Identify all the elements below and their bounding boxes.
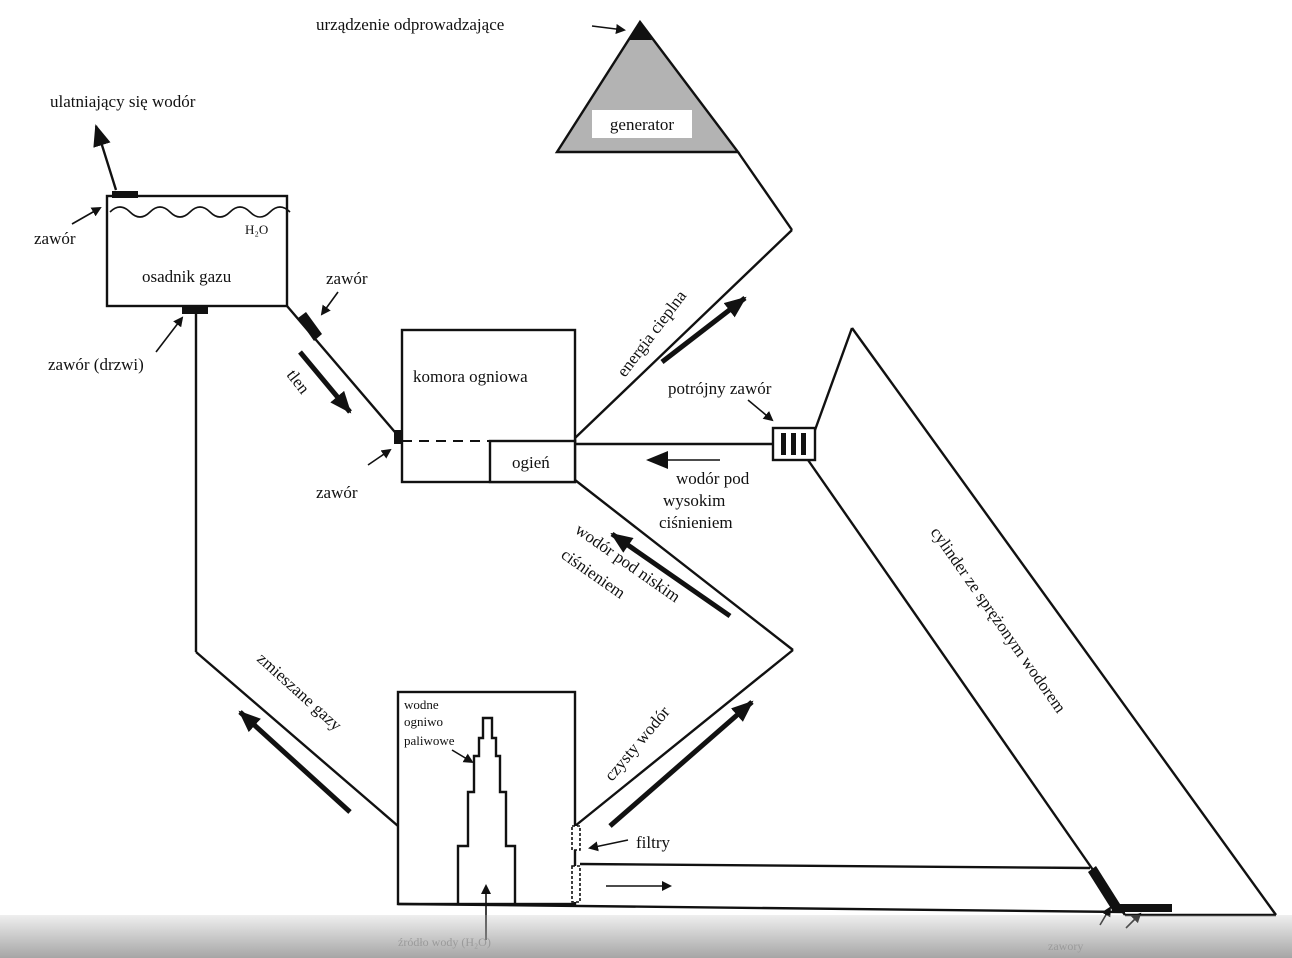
bottom-pipe-lower xyxy=(397,902,1126,914)
blurred-bottom-strip xyxy=(0,915,1292,958)
fuel-cell-label-3: paliwowe xyxy=(404,733,455,748)
oxygen-arrow xyxy=(298,350,352,414)
top-valve[interactable] xyxy=(112,191,138,198)
escaping-hydrogen-arrow xyxy=(93,124,118,191)
escaping-hydrogen-label: ulatniający się wodór xyxy=(50,92,196,111)
gas-settler-label: osadnik gazu xyxy=(142,267,232,286)
valve-mid-label: zawór xyxy=(326,269,368,288)
hydrogen-cylinder xyxy=(807,327,1277,917)
filters xyxy=(571,825,581,903)
bottom-valve-diagonal[interactable] xyxy=(1088,866,1120,910)
fire-box xyxy=(488,439,577,484)
fuel-cell-label-arrow xyxy=(451,749,474,764)
triple-valve[interactable] xyxy=(771,426,817,462)
generator-triangle: generator xyxy=(554,19,741,154)
fuel-cell-label-2: ogniwo xyxy=(404,714,443,729)
mixed-gases-arrow xyxy=(238,710,352,814)
cylinder-label: cylinder ze sprężonym wodorem xyxy=(927,523,1070,716)
heat-line-upper xyxy=(574,229,793,439)
water-formula-label: H₂O xyxy=(245,222,268,237)
outlet-device-label: urządzenie odprowadzające xyxy=(316,15,504,34)
lp-hydrogen-line-lower xyxy=(574,649,794,827)
hp-hydrogen-label-1: wodór pod xyxy=(676,469,750,488)
bottom-valve-horizontal[interactable] xyxy=(1112,904,1172,912)
lp-hydrogen-line-upper xyxy=(574,479,794,651)
pure-hydrogen-label: czysty wodór xyxy=(601,702,674,784)
valve-chamber-arrow xyxy=(367,448,392,466)
valve-top-left-label: zawór xyxy=(34,229,76,248)
heat-energy-label: energia cieplna xyxy=(613,286,690,380)
filters-arrow xyxy=(588,839,629,852)
combustion-chamber-label: komora ogniowa xyxy=(413,367,528,386)
chamber-valve[interactable] xyxy=(394,430,403,444)
valve-door-label: zawór (drzwi) xyxy=(48,355,144,374)
valve-mid-arrow xyxy=(320,291,339,316)
triple-valve-arrow xyxy=(747,399,774,422)
hp-hydrogen-label-2: wysokim xyxy=(663,491,725,510)
generator-label-box xyxy=(592,110,692,138)
door-valve[interactable] xyxy=(182,306,208,314)
mixed-gases-label: zmieszane gazy xyxy=(253,649,346,735)
hp-hydrogen-label-3: ciśnieniem xyxy=(659,513,733,532)
fuel-cell-label-1: wodne xyxy=(404,697,439,712)
water-surface-wave xyxy=(109,206,291,218)
water-fuel-cell: wodne ogniwo paliwowe xyxy=(396,690,577,906)
fuel-cell-stack xyxy=(456,716,517,904)
outlet-device-tip xyxy=(629,22,652,40)
filters-label: filtry xyxy=(636,833,670,852)
fire-label: ogień xyxy=(512,453,550,472)
combustion-chamber: komora ogniowa ogień xyxy=(394,328,577,484)
valve-chamber-label: zawór xyxy=(316,483,358,502)
oxygen-valve[interactable] xyxy=(298,312,322,341)
generator-right-edge-ext xyxy=(737,151,793,231)
valve-door-arrow xyxy=(155,316,184,353)
valve-top-left-arrow xyxy=(71,207,102,225)
mixed-gases-diagonal-line xyxy=(195,651,399,827)
oxygen-label: tlen xyxy=(283,366,314,398)
gas-settler: osadnik gazu H₂O xyxy=(105,191,291,314)
generator-label: generator xyxy=(610,115,675,134)
triple-valve-label: potrójny zawór xyxy=(668,379,772,398)
pure-hydrogen-arrow xyxy=(608,700,754,828)
outlet-device-arrow xyxy=(591,24,626,34)
bottom-pipe-upper xyxy=(579,862,1091,870)
heat-energy-arrow xyxy=(660,296,747,364)
lp-hydrogen-arrow xyxy=(610,531,732,619)
